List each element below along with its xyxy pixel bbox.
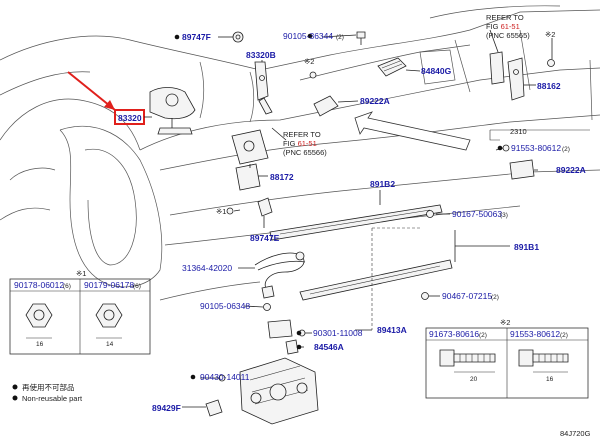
mark2-top: ※2 [304,57,314,66]
bracket-88162 [489,51,525,101]
sensor-89413A [267,319,299,355]
label-891B2: 891B2 [370,179,395,189]
label-88172: 88172 [270,172,294,182]
box2-right-qty: (2) [560,332,568,339]
box2-mark: ※2 [500,318,510,327]
bolt-mark1 [226,207,234,215]
module-88172 [231,129,269,191]
label-91553-80612-upper: 91553-80612 [511,143,561,153]
label-84840G: 84840G [421,66,452,76]
label-83320: 83320 [118,113,142,123]
label-88162: 88162 [537,81,561,91]
box1-left-dim: 16 [36,341,44,348]
sensor-89222A-top [313,95,359,117]
bolt-90105-06348 [263,303,271,311]
legend: 再使用不可部品 Non-reusable part [12,382,83,403]
refer-top-line1: REFER TO [486,13,524,22]
refer-mid-pnc: (PNC 65566) [283,148,327,157]
actuator-assembly [239,357,319,425]
fastener-box-2: ※2 91673-80616 (2) 91553-80612 (2) 20 16 [425,318,589,399]
label-83320B: 83320B [246,50,276,60]
label-90105-36344: 90105-36344 [283,31,333,41]
callout-arrow-outline [354,111,471,151]
sensor-89222A-right [509,159,535,180]
highlight-arrow [67,71,116,111]
qty-90467-07215: (2) [491,294,499,301]
label-89222A-top: 89222A [360,96,390,106]
qty-91553-80612-upper: (2) [562,146,570,153]
mark2-right: ※2 [545,30,555,39]
refer-top-pnc: (PNC 65565) [486,31,530,40]
refer-mid-line1: REFER TO [283,130,321,139]
box1-right-qty: (6) [133,283,141,290]
bolt-90105-36344 [356,31,366,45]
box1-left-part: 90178-06012 [14,280,64,290]
label-89747E: 89747E [250,233,280,243]
box1-left-qty: (6) [63,283,71,290]
connector-89429F [205,399,223,417]
label-90105-06348: 90105-06348 [200,301,250,311]
bolt-91553-80612 [502,144,510,152]
refer-top-fig: FIG 61-51 [486,22,520,31]
box1-mark: ※1 [76,269,86,278]
harness-31364-42020 [254,251,306,299]
nonreusable-markers [174,33,503,380]
bumper-strip-891B2 [269,204,443,241]
mark1-bolt: ※1 [216,207,226,216]
refer-mid-fig: FIG 61-51 [283,139,317,148]
sensor-assembly-83320 [149,87,196,135]
label-90467-07215: 90467-07215 [442,291,492,301]
leader-lines [144,29,590,408]
sensor-84840G [377,57,407,77]
bumper-strip-891B1 [299,259,453,301]
bracket-83320B [254,61,273,115]
box1-right-part: 90179-06178 [84,280,134,290]
bolt-90467-07215 [421,292,429,300]
label-89222A-right: 89222A [556,165,586,175]
fastener-box-1: ※1 90178-06012 (6) 90179-06178 (6) 16 14 [9,269,151,355]
box2-left-dim: 20 [470,376,478,383]
diagram-code: 84J720G [560,429,591,438]
label-90167-50063: 90167-50063 [452,209,502,219]
legend-jp: 再使用不可部品 [22,382,75,392]
clip-89747E [257,197,273,217]
label-89747F: 89747F [182,32,211,42]
label-84546A: 84546A [314,342,344,352]
box2-right-dim: 16 [546,376,554,383]
box1-right-dim: 14 [106,341,114,348]
legend-en: Non-reusable part [22,394,83,403]
qty-90167-50063: (3) [500,212,508,219]
clip-89747F [232,31,244,43]
bolt-mark2-right [547,59,555,67]
label-31364-42020: 31364-42020 [182,263,232,273]
box2-right-part: 91553-80612 [510,329,560,339]
bolt-mark2-top [309,71,317,79]
bolt-90167-50063 [426,210,434,218]
label-89429F: 89429F [152,403,181,413]
label-2310: 2310 [510,127,527,136]
qty-90105-36344: (2) [336,34,344,41]
label-891B1: 891B1 [514,242,539,252]
label-90301-11008: 90301-11008 [313,328,363,338]
label-89413A: 89413A [377,325,407,335]
label-90430-14011: 90430-14011 [200,372,250,382]
box2-left-part: 91673-80616 [429,329,479,339]
box2-left-qty: (2) [479,332,487,339]
callout-labels: 89747F 83320B 90105-36344 (2) 84840G 892… [118,13,591,438]
